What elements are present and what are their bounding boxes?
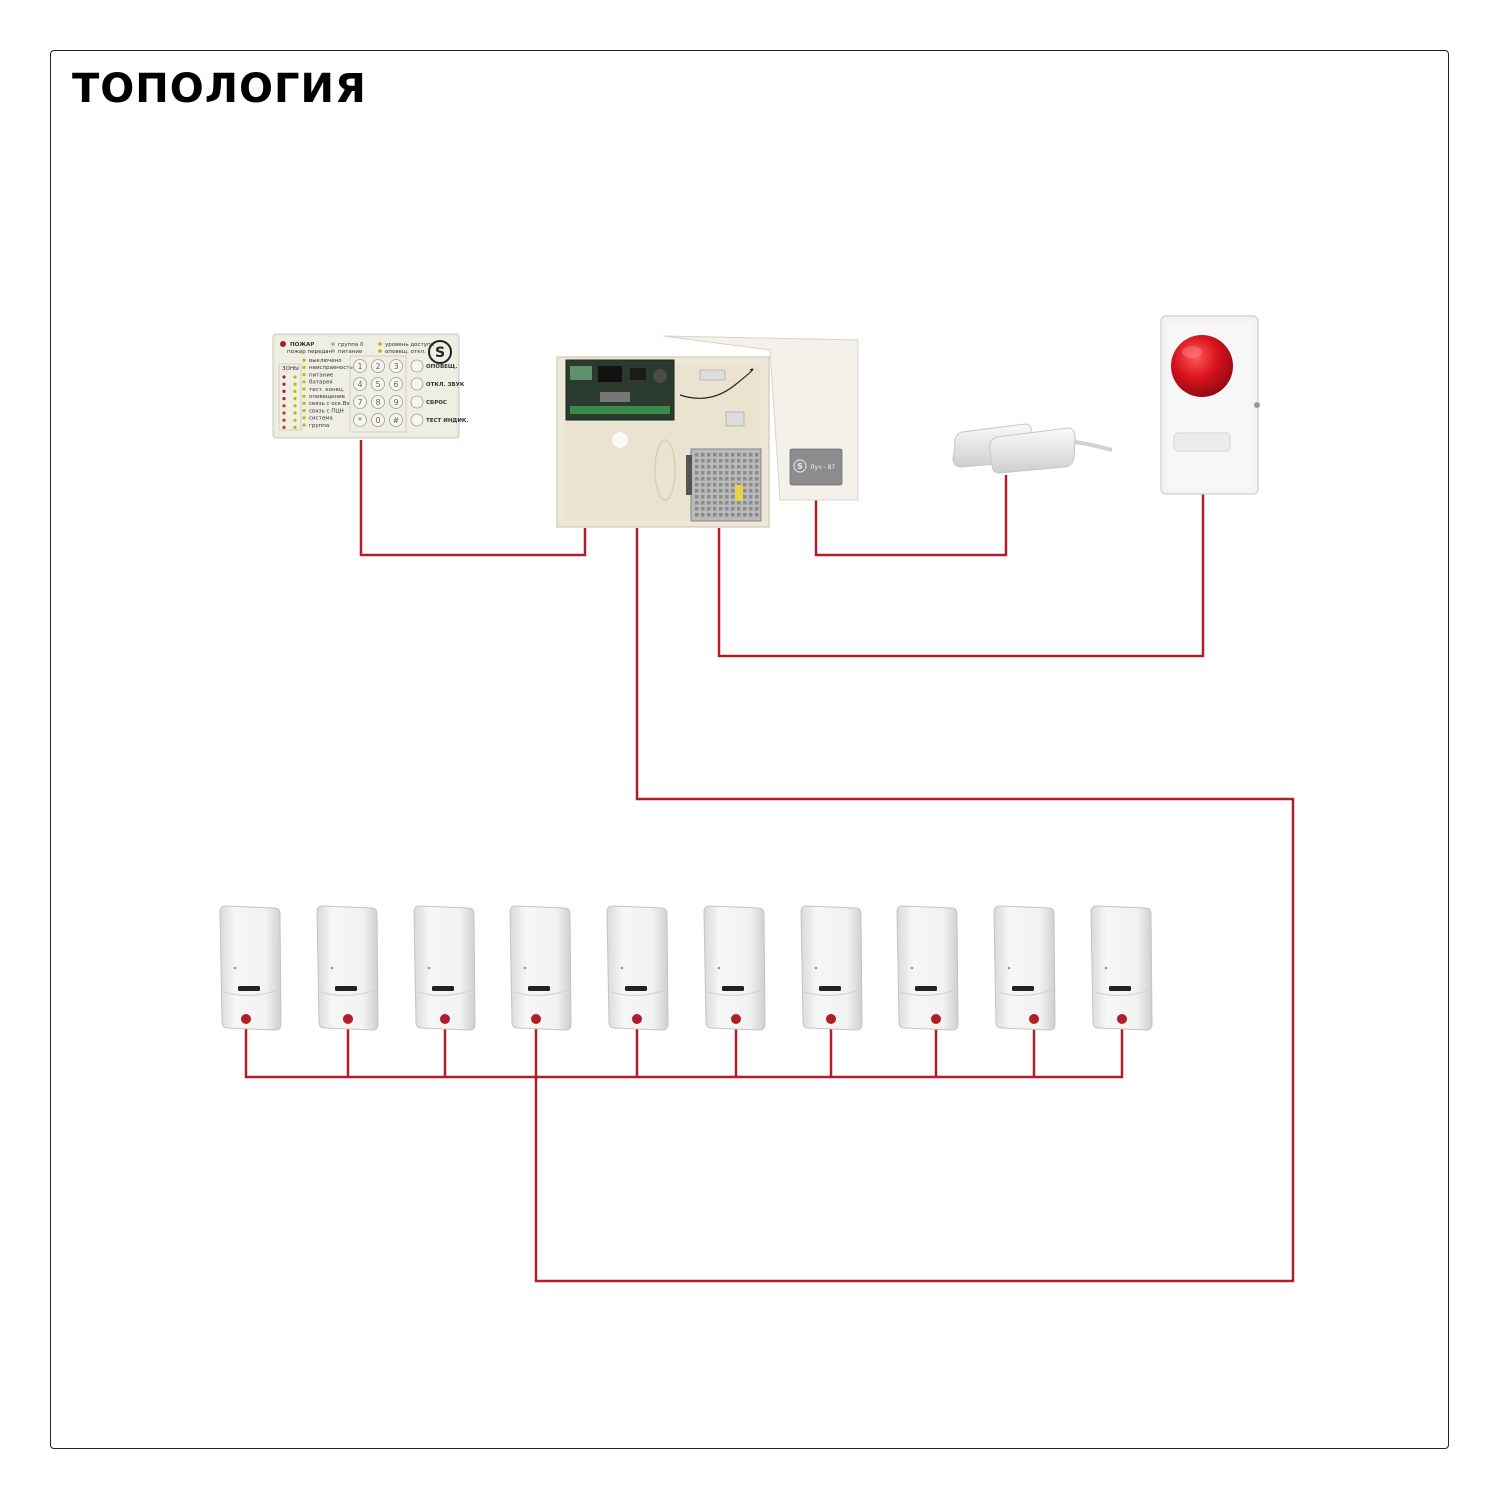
- svg-text:*: *: [358, 416, 362, 425]
- motion-detector-4: [510, 906, 571, 1030]
- connection-dot-10: [1117, 1014, 1127, 1024]
- connection-dot-8: [931, 1014, 941, 1024]
- svg-text:6: 6: [393, 380, 398, 389]
- keypad-key-3[interactable]: 3: [390, 360, 403, 373]
- svg-text:1: 1: [357, 362, 362, 371]
- motion-detector-10: [1091, 906, 1152, 1030]
- svg-text:СБРОС: СБРОС: [426, 400, 447, 406]
- keypad-zone-label-10: группа: [309, 423, 329, 429]
- connection-dot-6: [731, 1014, 741, 1024]
- motion-detector-8: [897, 906, 958, 1030]
- motion-detector-7: [801, 906, 862, 1030]
- svg-text:8: 8: [375, 398, 380, 407]
- motion-detector-1: [220, 906, 281, 1030]
- keypad-key-6[interactable]: 6: [390, 378, 403, 391]
- siren-device: [1161, 316, 1260, 494]
- motion-detectors: [220, 906, 1152, 1030]
- keypad-label-alert-off: оповещ. откл.: [385, 349, 426, 355]
- wire-keypad-to-panel: [361, 440, 585, 555]
- keypad-key-*[interactable]: *: [354, 414, 367, 427]
- svg-text:ТЕСТ ИНДИК.: ТЕСТ ИНДИК.: [426, 418, 469, 424]
- keypad-device: ПОЖАР пожар передан группа 0 питание уро…: [273, 334, 469, 438]
- keypad-zone-label-7: связь с оск.Вх: [309, 401, 350, 407]
- svg-text:5: 5: [375, 380, 380, 389]
- connection-dot-1: [241, 1014, 251, 1024]
- motion-detector-9: [994, 906, 1055, 1030]
- control-panel-device: S Луч - 87: [557, 336, 858, 527]
- keypad-label-power: питание: [338, 349, 363, 355]
- keypad-key-0[interactable]: 0: [372, 414, 385, 427]
- keypad-key-8[interactable]: 8: [372, 396, 385, 409]
- keypad-key-7[interactable]: 7: [354, 396, 367, 409]
- connection-dot-4: [531, 1014, 541, 1024]
- keypad-zone-label-8: связь с ПЦН: [309, 408, 344, 414]
- keypad-zone-label-9: система: [309, 416, 333, 422]
- keypad-label-group: группа 0: [338, 342, 364, 348]
- keypad-zone-label-2: неисправность: [309, 365, 353, 371]
- motion-detector-5: [607, 906, 668, 1030]
- svg-text:2: 2: [375, 362, 380, 371]
- wiring: [246, 440, 1293, 1281]
- keypad-key-4[interactable]: 4: [354, 378, 367, 391]
- keypad-zone-label-6: оповещение: [309, 394, 346, 400]
- svg-text:0: 0: [375, 416, 380, 425]
- wire-siren-to-panel: [719, 493, 1203, 656]
- svg-text:#: #: [393, 416, 400, 425]
- motion-detector-2: [317, 906, 378, 1030]
- keypad-zone-header: ЗОНЫ: [282, 366, 299, 372]
- keypad-zone-label-3: питание: [309, 372, 334, 378]
- door-contact-device: [953, 424, 1112, 473]
- svg-text:3: 3: [393, 362, 398, 371]
- svg-text:ОТКЛ. ЗВУК: ОТКЛ. ЗВУК: [426, 382, 465, 388]
- motion-detector-3: [414, 906, 475, 1030]
- motion-detector-6: [704, 906, 765, 1030]
- svg-text:4: 4: [357, 380, 362, 389]
- connection-dot-9: [1029, 1014, 1039, 1024]
- keypad-zone-label-4: батарея: [309, 380, 333, 386]
- keypad-zone-label-1: выключено: [309, 358, 342, 364]
- siren-lamp: [1171, 335, 1233, 397]
- keypad-key-5[interactable]: 5: [372, 378, 385, 391]
- keypad-key-2[interactable]: 2: [372, 360, 385, 373]
- keypad-key-#[interactable]: #: [390, 414, 403, 427]
- keypad-zone-label-5: тест. конец.: [309, 387, 345, 393]
- keypad-label-access: уровень доступа: [385, 342, 434, 348]
- keypad-label-fire: ПОЖАР: [290, 342, 314, 348]
- wire-detector-loop: [536, 528, 1293, 1281]
- keypad-key-1[interactable]: 1: [354, 360, 367, 373]
- connection-dot-7: [826, 1014, 836, 1024]
- connection-dot-5: [632, 1014, 642, 1024]
- connection-dot-2: [343, 1014, 353, 1024]
- panel-nameplate-text: Луч - 87: [810, 464, 835, 471]
- svg-text:7: 7: [357, 398, 362, 407]
- panel-nameplate-logo: S: [797, 462, 803, 471]
- keypad-logo: S: [435, 345, 445, 361]
- svg-text:ОПОВЕЩ.: ОПОВЕЩ.: [426, 364, 457, 370]
- keypad-label-fire-sent: пожар передан: [287, 349, 333, 355]
- keypad-key-9[interactable]: 9: [390, 396, 403, 409]
- svg-text:9: 9: [393, 398, 398, 407]
- connection-dot-3: [440, 1014, 450, 1024]
